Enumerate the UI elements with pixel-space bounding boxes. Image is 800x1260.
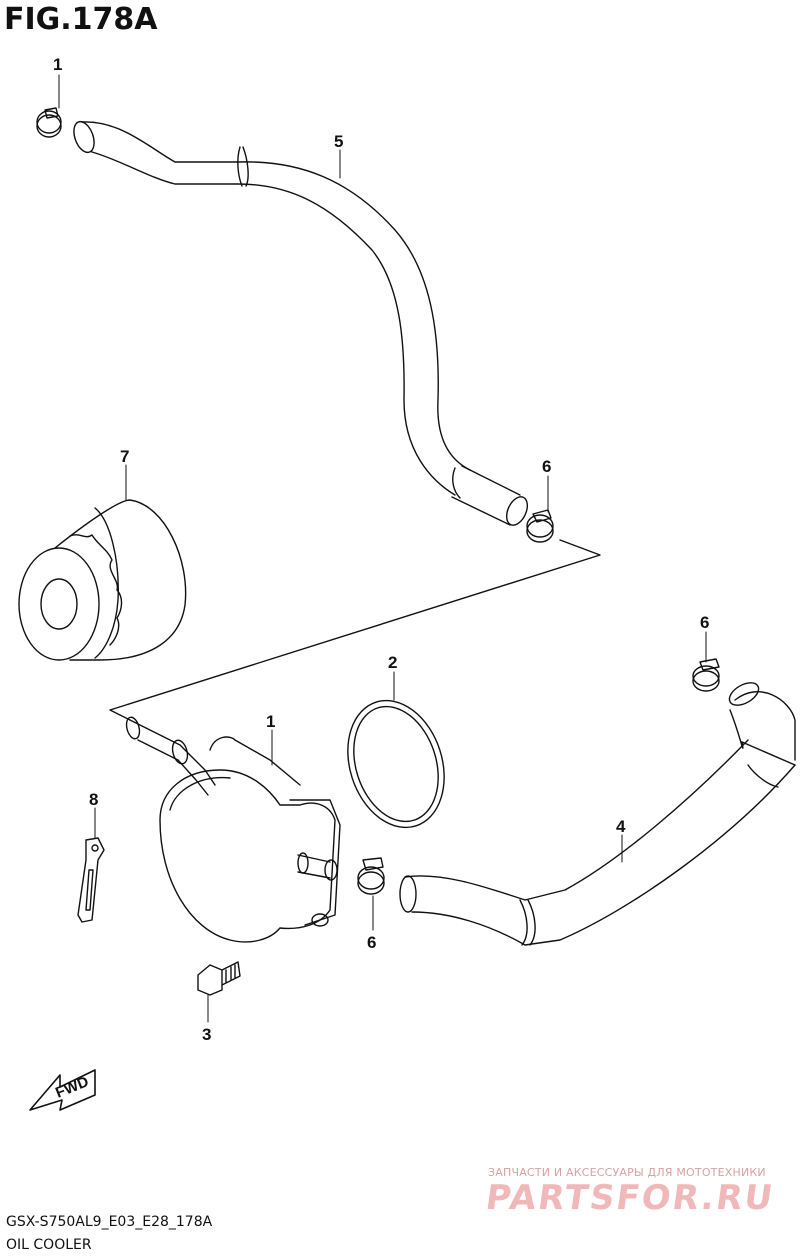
callout-3: 3 — [202, 1025, 211, 1044]
figure-title: FIG.178A — [4, 2, 158, 37]
o-ring-part — [347, 699, 445, 829]
fwd-arrow: FWD — [29, 1069, 96, 1111]
hose-upper-part — [73, 120, 529, 526]
watermark-tagline: ЗАПЧАСТИ И АКСЕССУАРЫ ДЛЯ МОТОТЕХНИКИ — [488, 1166, 766, 1179]
leader-lines — [58, 74, 707, 1023]
callout-4: 4 — [616, 817, 626, 836]
oil-filter-part — [18, 499, 187, 661]
watermark-brand: PARTSFOR.RU — [483, 1178, 777, 1218]
callout-6-right: 6 — [700, 613, 709, 632]
callout-1: 1 — [266, 712, 275, 731]
figure-code: GSX-S750AL9_E03_E28_178A — [6, 1214, 213, 1230]
oil-cooler-part — [125, 716, 341, 943]
callout-7: 7 — [120, 447, 129, 466]
callout-6-mid: 6 — [542, 457, 551, 476]
hose-lower-part — [399, 682, 796, 946]
indication-line — [109, 539, 601, 721]
clamp-lower — [357, 857, 385, 895]
callout-labels: 1 5 7 6 6 2 1 8 4 6 3 — [53, 55, 709, 1044]
bracket-part — [77, 837, 105, 923]
callout-6-lower: 6 — [367, 933, 376, 952]
clamp-right — [692, 658, 720, 692]
callout-6-top: 1 — [53, 55, 62, 74]
callout-5: 5 — [334, 132, 343, 151]
clamp-mid-right — [526, 509, 554, 543]
callout-2: 2 — [388, 653, 397, 672]
figure-name: OIL COOLER — [6, 1237, 92, 1253]
callout-8: 8 — [89, 790, 98, 809]
bolt-part — [197, 961, 241, 996]
clamp-top-left — [36, 107, 62, 138]
